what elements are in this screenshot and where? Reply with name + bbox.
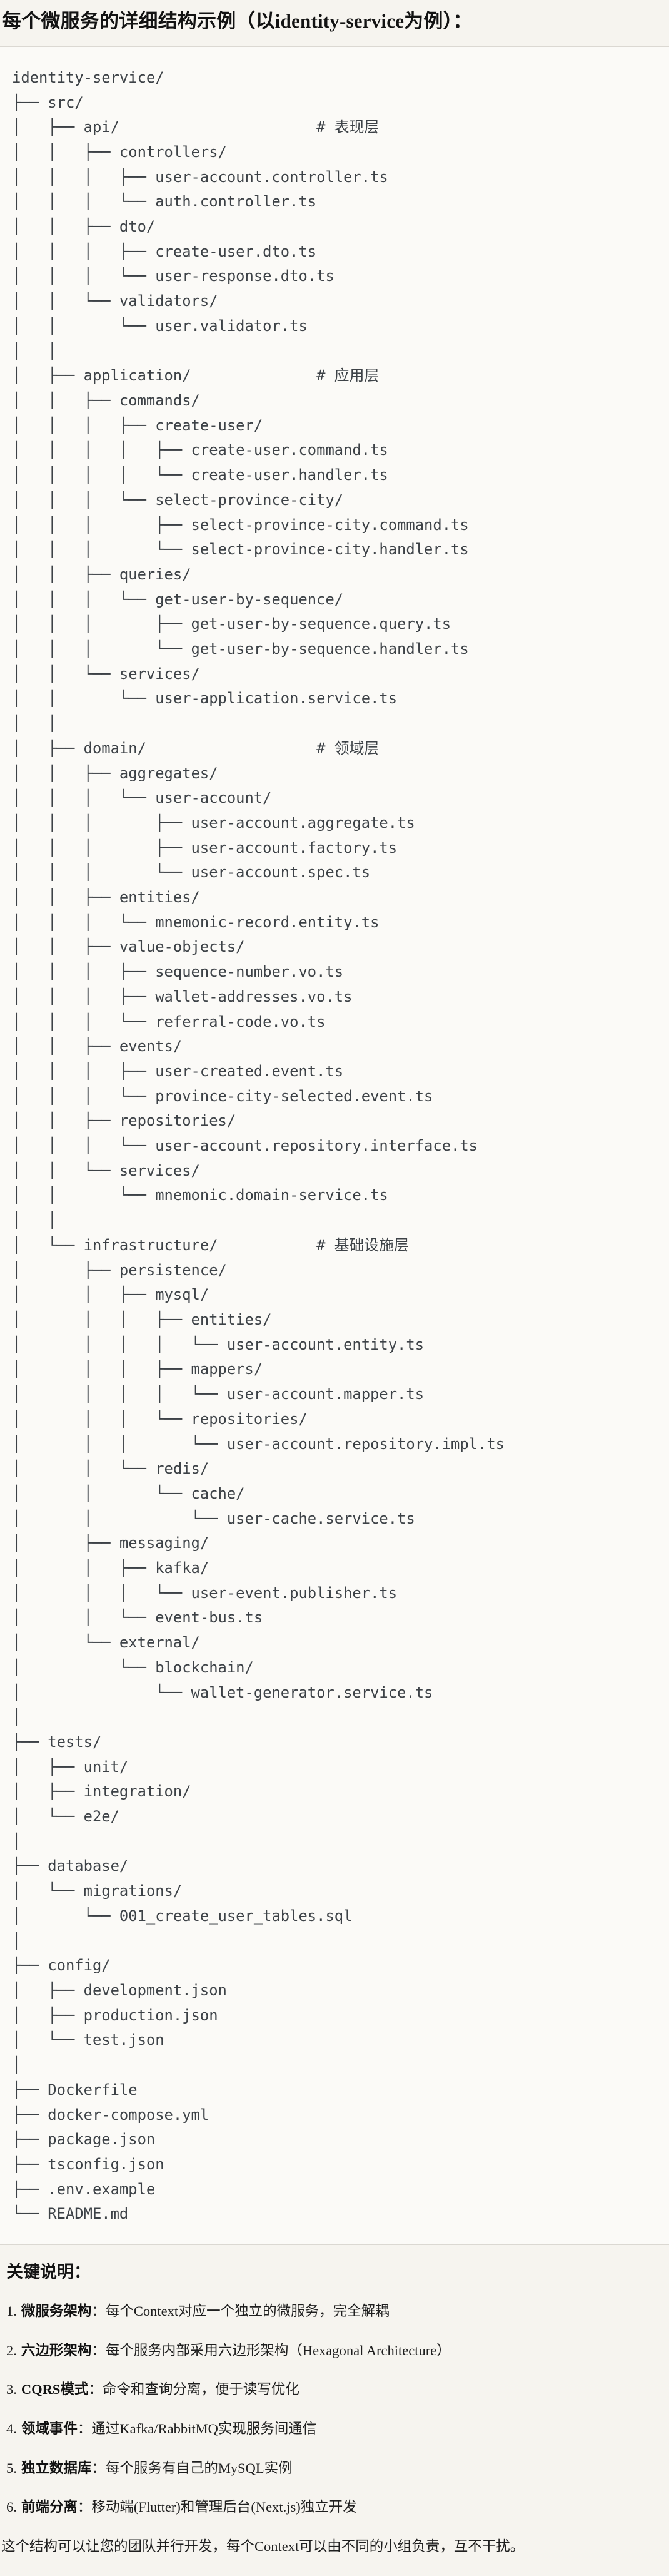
note-description: ：移动端(Flutter)和管理后台(Next.js)独立开发: [77, 2499, 357, 2515]
note-number: 2.: [6, 2342, 17, 2358]
note-description: ：命令和查询分离，便于读写优化: [88, 2381, 299, 2398]
key-note-item: 4.领域事件：通过Kafka/RabbitMQ实现服务间通信: [6, 2419, 661, 2440]
page-title: 每个微服务的详细结构示例（以identity-service为例）：: [2, 10, 473, 32]
note-term: 微服务架构: [21, 2303, 92, 2319]
notes-heading: 关键说明：: [6, 2263, 91, 2282]
key-note-item: 5.独立数据库：每个服务有自己的MySQL实例: [6, 2458, 661, 2479]
file-tree: identity-service/ ├── src/ │ ├── api/ # …: [12, 68, 505, 2223]
code-block: identity-service/ ├── src/ │ ├── api/ # …: [0, 46, 669, 2246]
note-term: 领域事件: [21, 2420, 78, 2436]
note-description: ：通过Kafka/RabbitMQ实现服务间通信: [77, 2420, 317, 2436]
note-term: 前端分离: [21, 2499, 78, 2515]
key-note-item: 1.微服务架构：每个Context对应一个独立的微服务，完全解耦: [6, 2301, 661, 2322]
note-number: 6.: [6, 2499, 17, 2515]
closing-paragraph: 这个结构可以让您的团队并行开发，每个Context可以由不同的小组负责，互不干扰…: [1, 2538, 525, 2554]
key-notes-list: 1.微服务架构：每个Context对应一个独立的微服务，完全解耦 2.六边形架构…: [6, 2301, 661, 2518]
note-number: 1.: [6, 2303, 17, 2319]
note-term: CQRS模式: [21, 2381, 89, 2398]
key-note-item: 3.CQRS模式：命令和查询分离，便于读写优化: [6, 2380, 661, 2400]
note-description: ：每个服务内部采用六边形架构（Hexagonal Architecture）: [91, 2342, 451, 2358]
note-term: 六边形架构: [21, 2342, 92, 2358]
note-term: 独立数据库: [21, 2460, 92, 2476]
key-note-item: 6.前端分离：移动端(Flutter)和管理后台(Next.js)独立开发: [6, 2497, 661, 2518]
key-notes-section: 关键说明： 1.微服务架构：每个Context对应一个独立的微服务，完全解耦 2…: [0, 2261, 669, 2518]
note-description: ：每个Context对应一个独立的微服务，完全解耦: [91, 2303, 390, 2319]
note-number: 4.: [6, 2420, 17, 2436]
note-number: 3.: [6, 2381, 17, 2398]
key-note-item: 2.六边形架构：每个服务内部采用六边形架构（Hexagonal Architec…: [6, 2341, 661, 2361]
note-number: 5.: [6, 2460, 17, 2476]
note-description: ：每个服务有自己的MySQL实例: [91, 2460, 293, 2476]
